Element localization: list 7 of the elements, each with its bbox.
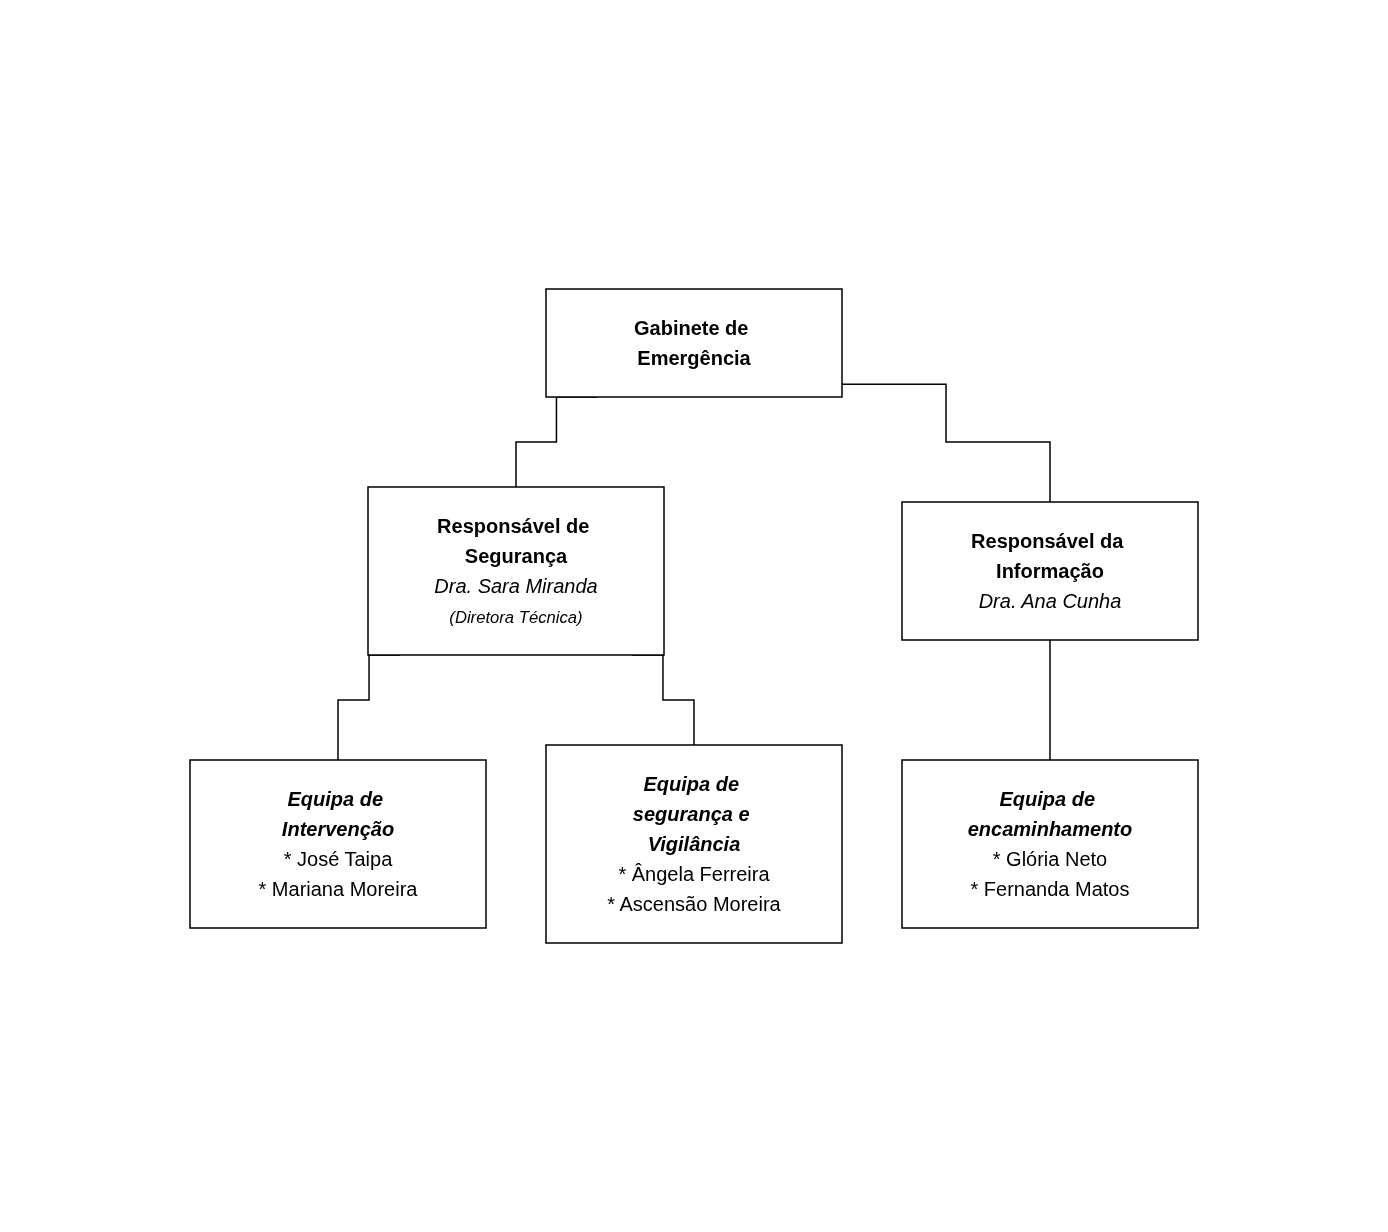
- connector: [1049, 639, 1051, 761]
- node-box: Gabinete de Emergência: [545, 288, 843, 398]
- node-box: Responsável de Segurança Dra. Sara Miranda (Diretora Técnica): [367, 486, 665, 656]
- node-box: Equipa de Intervenção * José Taipa * Mariana Moreira: [189, 759, 487, 929]
- node-box: Responsável da Informação Dra. Ana Cunha: [901, 501, 1199, 641]
- node-box: Equipa de segurança e Vigilância * Ângela Ferreira * Ascensão Moreira: [545, 744, 843, 944]
- node-box: Equipa de encaminhamento * Glória Neto * Fernanda Matos: [901, 759, 1199, 929]
